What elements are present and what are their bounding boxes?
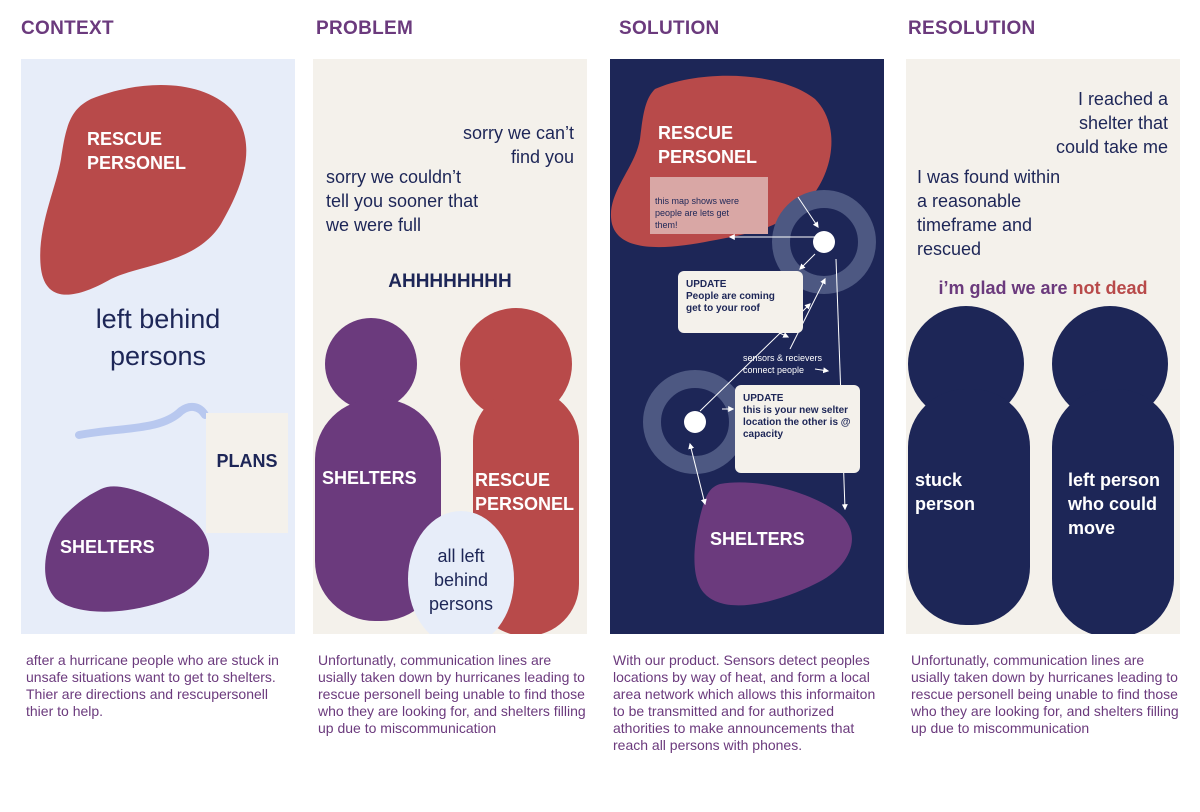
update-2-title: UPDATE: [743, 393, 784, 404]
map-note-text: this map shows were people are lets get …: [655, 196, 740, 230]
resolution-illustration: [908, 306, 1174, 634]
sensor-ring-1: [772, 190, 876, 294]
left-behind-oval: [408, 511, 514, 634]
problem-quote-2: sorry we couldn’t tell you sooner that w…: [326, 167, 479, 235]
sensor-dot-2: [684, 411, 706, 433]
glad-line: i’m glad we are not dead: [906, 278, 1180, 299]
heading-problem: PROBLEM: [316, 18, 414, 39]
plans-box: PLANS: [206, 413, 288, 533]
resolution-quote-2: I was found within a reasonable timefram…: [917, 167, 1061, 259]
update-2-body: this is your new selter location the oth…: [743, 405, 851, 440]
problem-rescue-label: RESCUE PERSONEL: [475, 470, 575, 514]
update-card-2: UPDATE this is your new selter location …: [735, 385, 860, 473]
solution-rescue-label: RESCUE PERSONEL: [658, 123, 758, 167]
update-card-1: UPDATE People are coming get to your roo…: [678, 271, 803, 333]
left-person-label: left person who could move: [1068, 470, 1161, 538]
not-dead-text: not dead: [1072, 278, 1148, 298]
context-shelters-label: SHELTERS: [60, 537, 155, 557]
plans-label: PLANS: [216, 451, 278, 471]
update-1-body: People are coming get to your roof: [686, 291, 775, 314]
update-1-title: UPDATE: [686, 279, 727, 290]
shelter-blob: [45, 486, 210, 612]
solution-shelters-label: SHELTERS: [710, 529, 805, 549]
all-left-behind-label: all left behind persons: [428, 546, 494, 614]
heading-resolution: RESOLUTION: [908, 18, 1036, 39]
caption-problem: Unfortunatly, communication lines are us…: [318, 652, 586, 736]
problem-illustration: [315, 308, 579, 634]
map-note: this map shows were people are lets get …: [650, 177, 768, 234]
left-behind-label: left behind persons: [95, 304, 221, 371]
path-line: [75, 402, 209, 439]
caption-resolution: Unfortunatly, communication lines are us…: [911, 652, 1179, 736]
stuck-person-figure: [908, 306, 1030, 625]
resolution-quote-1: I reached a shelter that could take me: [1055, 89, 1168, 157]
scream-label: AHHHHHHHH: [388, 271, 512, 292]
resolution-panel: I reached a shelter that could take me I…: [906, 59, 1180, 634]
stuck-person-label: stuck person: [915, 470, 976, 514]
rescue-blob: [40, 85, 247, 295]
caption-solution: With our product. Sensors detect peoples…: [613, 652, 876, 753]
left-person-figure: [1052, 306, 1174, 634]
context-panel: RESCUE PERSONEL left behind persons PLAN…: [21, 59, 295, 634]
problem-panel: sorry we can’t find you sorry we couldn’…: [313, 59, 587, 634]
sensors-note: sensors & recievers connect people: [743, 353, 823, 375]
context-rescue-label: RESCUE PERSONEL: [87, 129, 187, 173]
glad-text: i’m glad we are: [938, 278, 1073, 298]
heading-context: CONTEXT: [21, 18, 114, 39]
problem-shelters-label: SHELTERS: [322, 468, 417, 488]
sensor-dot-1: [813, 231, 835, 253]
problem-quote-1: sorry we can’t find you: [462, 123, 574, 167]
heading-solution: SOLUTION: [619, 18, 720, 39]
caption-context: after a hurricane people who are stuck i…: [26, 652, 279, 719]
solution-shelter-blob: [694, 482, 852, 606]
solution-panel: RESCUE PERSONEL this map shows were peop…: [610, 59, 884, 634]
context-illustration: [40, 85, 247, 612]
